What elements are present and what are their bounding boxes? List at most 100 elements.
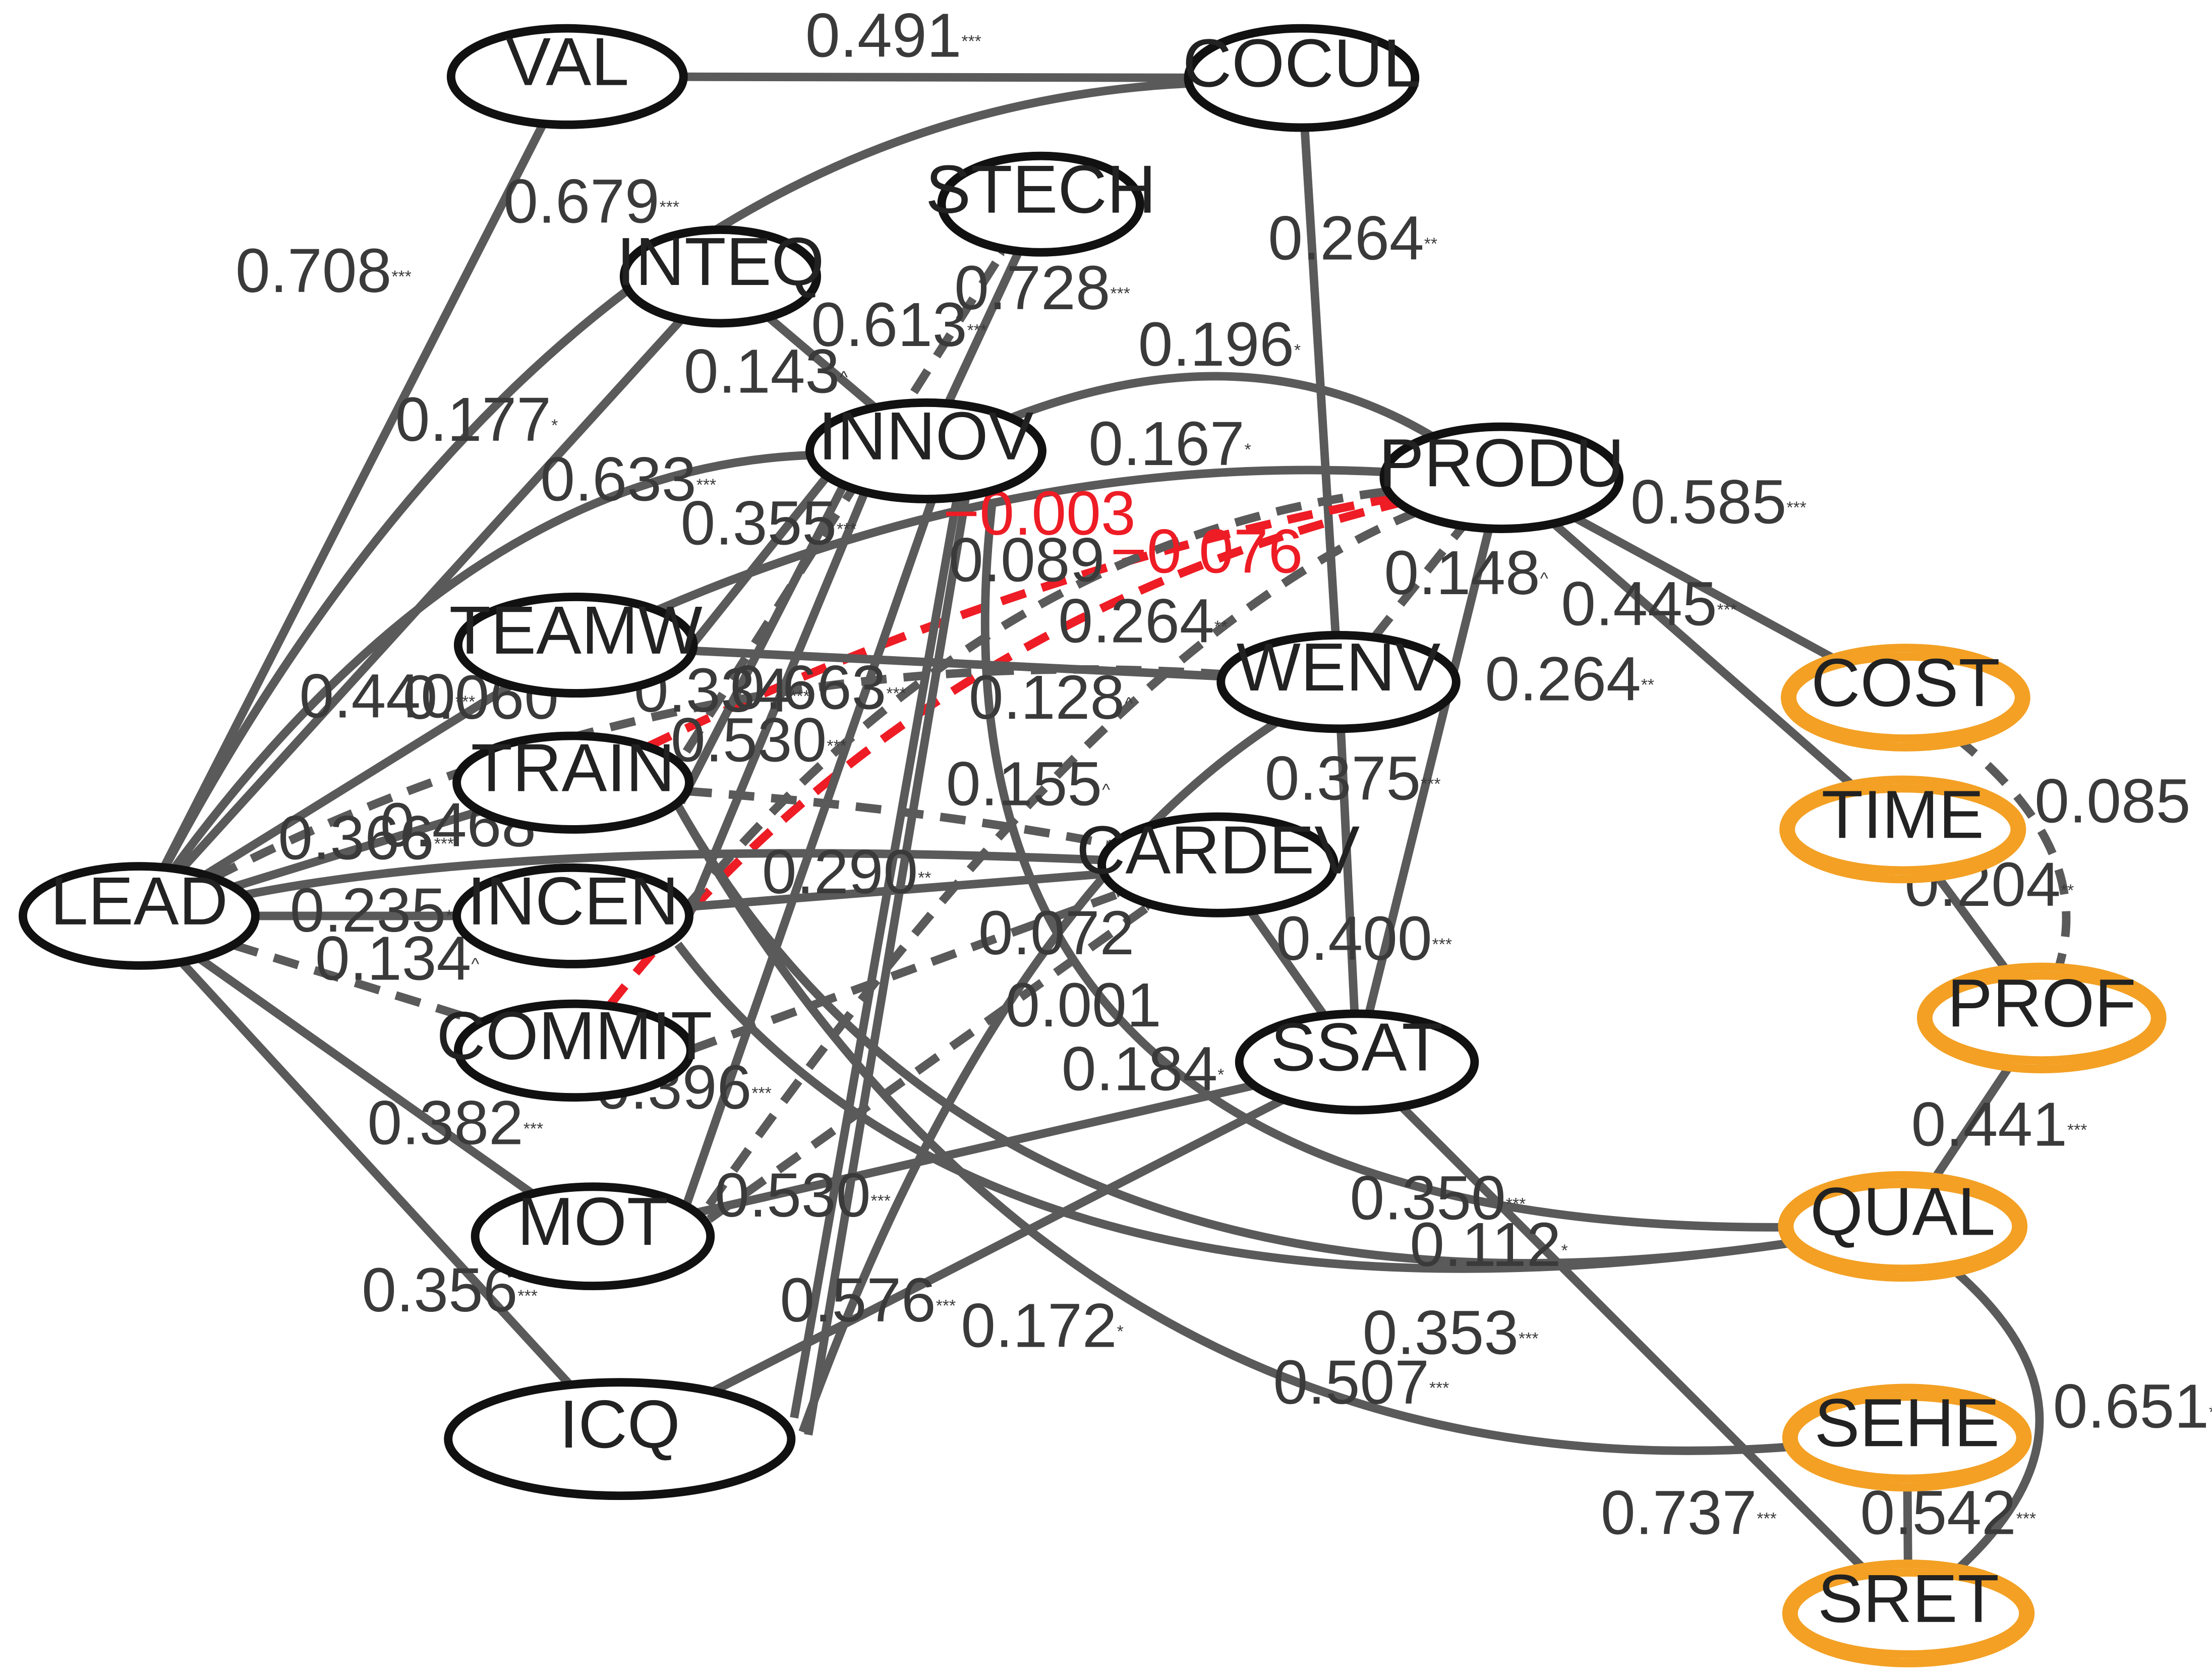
coefficient: 0.085 [2034,766,2190,836]
significance-marker: ** [1424,235,1437,254]
edge-sret-qual [1948,1264,2044,1576]
edge-icq-ssat [711,1095,1286,1396]
coefficient: 0.728 [954,253,1110,323]
significance-marker: *** [1111,284,1130,303]
edge-label-commit-cardev: 0.072 [978,898,1134,968]
edge-incen-produ [683,487,1389,910]
significance-marker: * [1561,1241,1568,1260]
edge-stech-innov [944,249,1023,406]
coefficient: 0.375 [1265,743,1421,813]
significance-marker: * [1245,440,1251,459]
edge-label-mot-innov: 0.530*** [671,706,847,775]
significance-marker: ** [2061,881,2074,900]
node-prof: PROF [1916,962,2167,1073]
edge-time-prof [1930,869,2013,977]
node-stech: STECH [925,151,1156,257]
node-sret: SRET [1782,1560,2035,1667]
node-teamw: TEAMW [449,592,703,698]
node-label: COMMIT [436,998,712,1074]
edge-innov-qual [980,498,1789,1232]
edge-label-teamw-produ: 0.167* [1088,409,1251,479]
significance-marker: *** [1757,1509,1776,1528]
edge-lead-cardev [244,849,1103,899]
significance-marker: *** [751,1084,771,1103]
node-ellipse [452,731,693,834]
edges-layer [160,72,2071,1576]
node-inner-ring [1789,1568,2028,1659]
edge-label-stech-innov: 0.728*** [954,253,1130,323]
node-label: PROF [1947,965,2136,1041]
node-label: INNOV [818,398,1033,474]
coefficient: 0.440 [299,661,455,731]
node-label: ICQ [559,1386,680,1462]
node-cardev: CARDEV [1076,812,1360,917]
node-ellipse [453,999,695,1102]
edge-label-mot-cardev: 0.001 [1005,970,1161,1040]
edge-teamw-innov [683,465,837,655]
coefficient: 0.382 [367,1088,523,1158]
significance-marker: *** [523,1119,543,1138]
edge-label-cocul-wenv: 0.264** [1268,203,1437,273]
node-label: VAL [505,24,629,100]
coefficient: 0.651 [2053,1372,2209,1441]
edge-incen-innov [682,483,872,924]
coefficient: 0.172 [961,1291,1117,1360]
edge-mot-innov [682,488,940,1207]
significance-marker: *** [936,1296,956,1315]
coefficient: 0.663 [730,653,886,723]
coefficient: 0.196 [1138,310,1294,379]
edge-label-lead-val: 0.708*** [236,236,412,306]
significance-marker: ^ [1125,694,1133,713]
node-cost: COST [1781,644,2030,752]
coefficient: 0.350 [1350,1163,1505,1233]
node-ellipse [452,863,693,968]
edge-label-lead-innov: 0.633*** [540,444,716,514]
edge-label-mot-produ: 0.128^ [969,663,1133,732]
coefficient: 0.491 [805,1,961,70]
coefficient: 0.530 [671,706,827,775]
node-label: COST [1811,645,2000,721]
edge-label-qual-prof: 0.441*** [1911,1089,2087,1159]
edge-lead-commit [232,941,484,1026]
node-label: QUAL [1810,1173,1995,1249]
edge-innov-produ [1009,372,1435,440]
edge-produ-time [1551,520,1860,793]
node-ellipse [444,1378,796,1501]
significance-marker: *** [886,684,906,703]
edge-ssat-sret [1399,1103,1871,1576]
edge-mot-cardev [707,901,1154,1223]
edge-label-lead-inteq: 0.177* [395,385,558,454]
significance-marker: * [1217,1065,1224,1084]
coefficient: 0.356 [362,1255,517,1325]
node-qual: QUAL [1778,1171,2028,1282]
edge-label-wenv-produ: 0.148^ [1384,538,1548,608]
edge-label-inteq-innov: 0.613*** [811,290,987,360]
edge-lead-innov [170,451,811,872]
edge-sret-sehe [1903,1481,1912,1570]
coefficient: 0.530 [715,1161,870,1230]
edge-label-teamw-wenv: 0.264** [1058,586,1228,656]
edge-cost-prof [1953,733,2071,974]
coefficient: 0.355 [681,488,837,558]
edge-produ-cost [1573,514,1842,666]
node-val: VAL [446,24,688,129]
node-sehe: SEHE [1782,1383,2032,1492]
node-ssat: SSAT [1235,1009,1479,1115]
significance-marker: * [1294,341,1301,360]
edge-val-cocul [683,72,1189,82]
node-ellipse [619,225,821,328]
edge-label-lead-icq: 0.356*** [362,1255,538,1325]
edge-train-stech [682,247,1008,754]
edge-label-train-innov: 0.334*** [634,656,810,725]
node-label: STECH [925,151,1156,227]
significance-marker: *** [1786,498,1806,517]
edge-inteq-innov [765,314,878,411]
significance-marker: ** [918,868,931,887]
edge-label-cost-prof: 0.085 [2034,766,2190,836]
node-ellipse [446,24,688,129]
edge-label-lead-commit: 0.134^ [315,924,479,993]
significance-marker: ^ [471,955,479,974]
significance-marker: *** [1429,1378,1449,1398]
node-label: SRET [1818,1561,1999,1637]
node-inner-ring [1786,784,2019,875]
